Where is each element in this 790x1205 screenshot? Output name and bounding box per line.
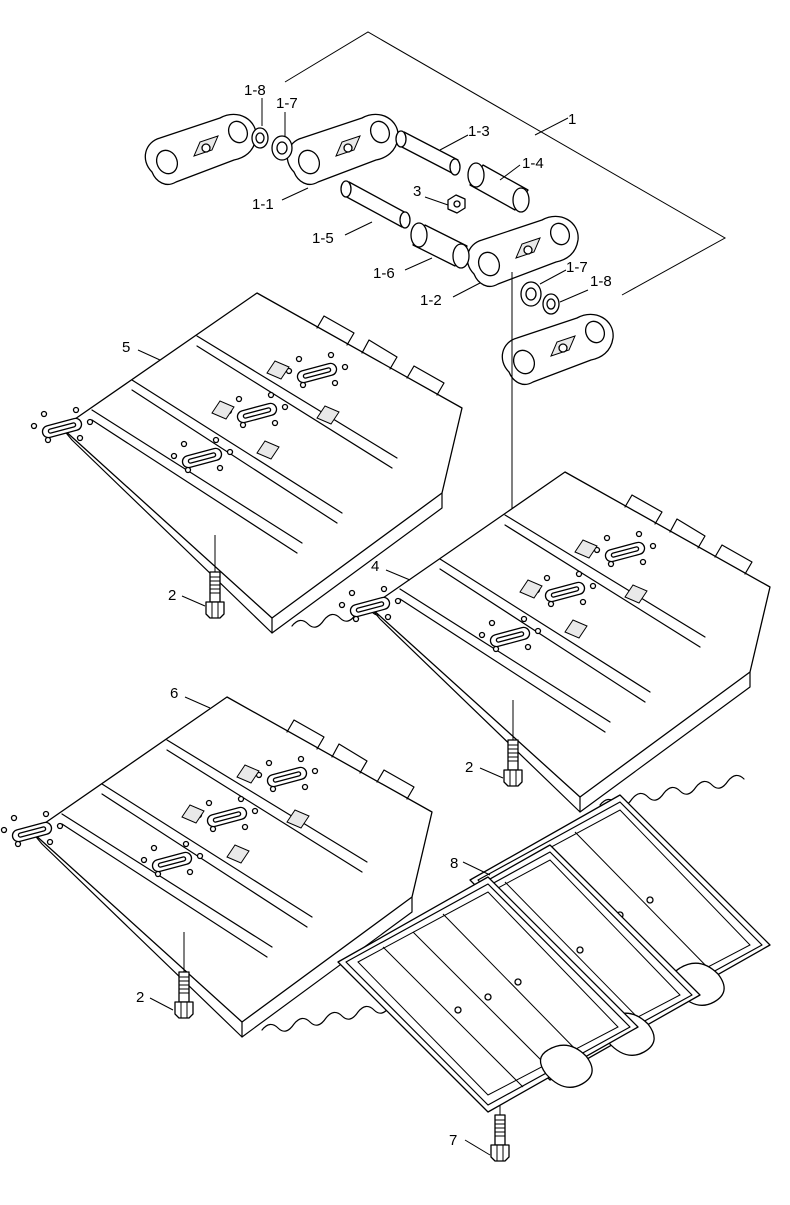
- callout-1-5: 1-5: [312, 230, 334, 247]
- pin-1-5: [340, 180, 411, 229]
- washer-1-8-top: [251, 127, 269, 149]
- link-plate-1-2: [466, 215, 579, 288]
- callout-1-6: 1-6: [373, 265, 395, 282]
- callout-4: 4: [371, 558, 379, 575]
- callout-7: 7: [449, 1132, 457, 1149]
- bolt-2-middle: [503, 739, 523, 787]
- washer-1-7-lower: [520, 281, 542, 307]
- callout-3: 3: [413, 183, 421, 200]
- callout-1-3: 1-3: [468, 123, 490, 140]
- callout-2-lower: 2: [136, 989, 144, 1006]
- callout-2-upper: 2: [168, 587, 176, 604]
- callout-1-7-top: 1-7: [276, 95, 298, 112]
- link-plate-1-1: [286, 113, 399, 186]
- washer-1-8-lower: [542, 293, 560, 315]
- callout-1-1: 1-1: [252, 196, 274, 213]
- washer-1-7-top: [271, 135, 293, 161]
- callout-1-4: 1-4: [522, 155, 544, 172]
- bolt-7: [490, 1114, 510, 1162]
- callout-1: 1: [568, 111, 576, 128]
- assembly-bracket-line: [284, 31, 727, 296]
- nut-3: [447, 194, 466, 214]
- callout-2-middle: 2: [465, 759, 473, 776]
- callout-1-2: 1-2: [420, 292, 442, 309]
- pin-1-3: [395, 130, 461, 176]
- callout-8: 8: [450, 855, 458, 872]
- leader-line: [534, 117, 569, 136]
- link-plate-right-lower: [501, 313, 614, 386]
- bushing-1-4: [467, 162, 530, 213]
- callout-5: 5: [122, 339, 130, 356]
- bolt-2-upper: [205, 571, 225, 619]
- track-shoe-5: [32, 293, 463, 633]
- callout-1-7-lower: 1-7: [566, 259, 588, 276]
- link-plate-left-top: [144, 113, 257, 186]
- bushing-1-6: [410, 222, 470, 269]
- callout-1-8-top: 1-8: [244, 82, 266, 99]
- bolt-2-lower: [174, 971, 194, 1019]
- track-shoe-4: [340, 472, 771, 812]
- callout-1-8-lower: 1-8: [590, 273, 612, 290]
- callout-6: 6: [170, 685, 178, 702]
